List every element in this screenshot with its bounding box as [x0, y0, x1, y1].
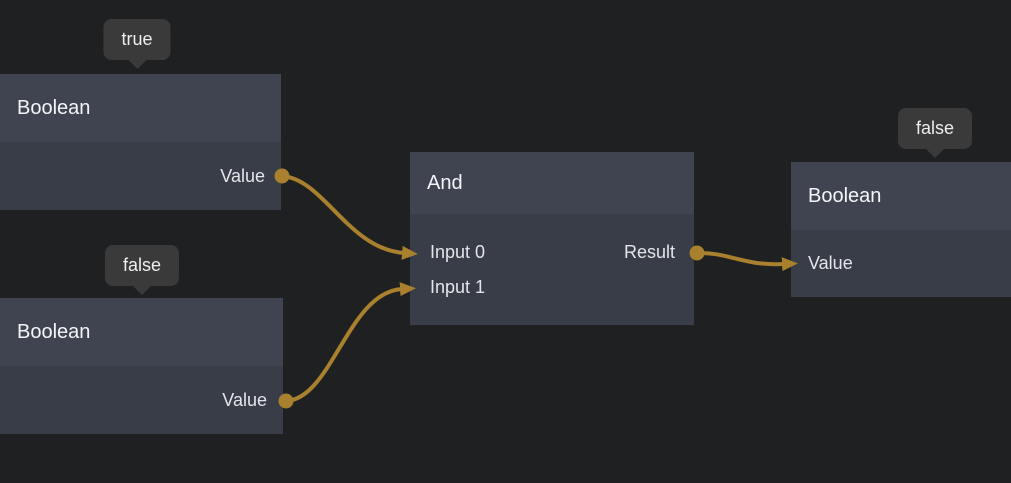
node-boolean-result-title[interactable]: Boolean — [791, 162, 1011, 230]
tooltip-boolean-result-value: false — [897, 108, 973, 149]
node-boolean-result[interactable]: Boolean Value — [791, 162, 1011, 297]
node-and-row-1: Input 1 — [410, 270, 694, 305]
node-boolean-bottom-title[interactable]: Boolean — [0, 298, 283, 366]
port-label-input-1: Input 1 — [430, 277, 486, 297]
tooltip-text: false — [122, 255, 162, 275]
node-and-title[interactable]: And — [410, 152, 694, 214]
node-and-body: Input 0 Result Input 1 — [410, 214, 694, 325]
tooltip-boolean-top-value: true — [103, 19, 171, 60]
port-label-input-0: Input 0 — [430, 242, 486, 262]
node-boolean-bottom[interactable]: Boolean Value — [0, 298, 283, 434]
node-and[interactable]: And Input 0 Result Input 1 — [410, 152, 694, 325]
tooltip-text: true — [121, 29, 153, 49]
port-label-value-output: Value — [222, 389, 267, 410]
port-label-value-input: Value — [808, 253, 853, 273]
tooltip-text: false — [915, 118, 955, 138]
port-label-value-output: Value — [220, 165, 265, 186]
port-label-result-output: Result — [623, 242, 675, 262]
tooltip-boolean-bottom-value: false — [104, 245, 180, 286]
node-boolean-top-body: Value — [0, 142, 281, 210]
node-boolean-bottom-body: Value — [0, 366, 283, 434]
node-boolean-top-title[interactable]: Boolean — [0, 74, 281, 142]
node-boolean-result-body: Value — [791, 230, 1011, 297]
wire-booleanbottom-to-and-input1[interactable] — [284, 282, 416, 403]
node-and-row-0: Input 0 Result — [410, 235, 694, 270]
node-boolean-top[interactable]: Boolean Value — [0, 74, 281, 210]
wire-booleantop-to-and-input0[interactable] — [280, 174, 418, 260]
wire-and-result-to-booleanresult-value[interactable] — [695, 250, 798, 272]
